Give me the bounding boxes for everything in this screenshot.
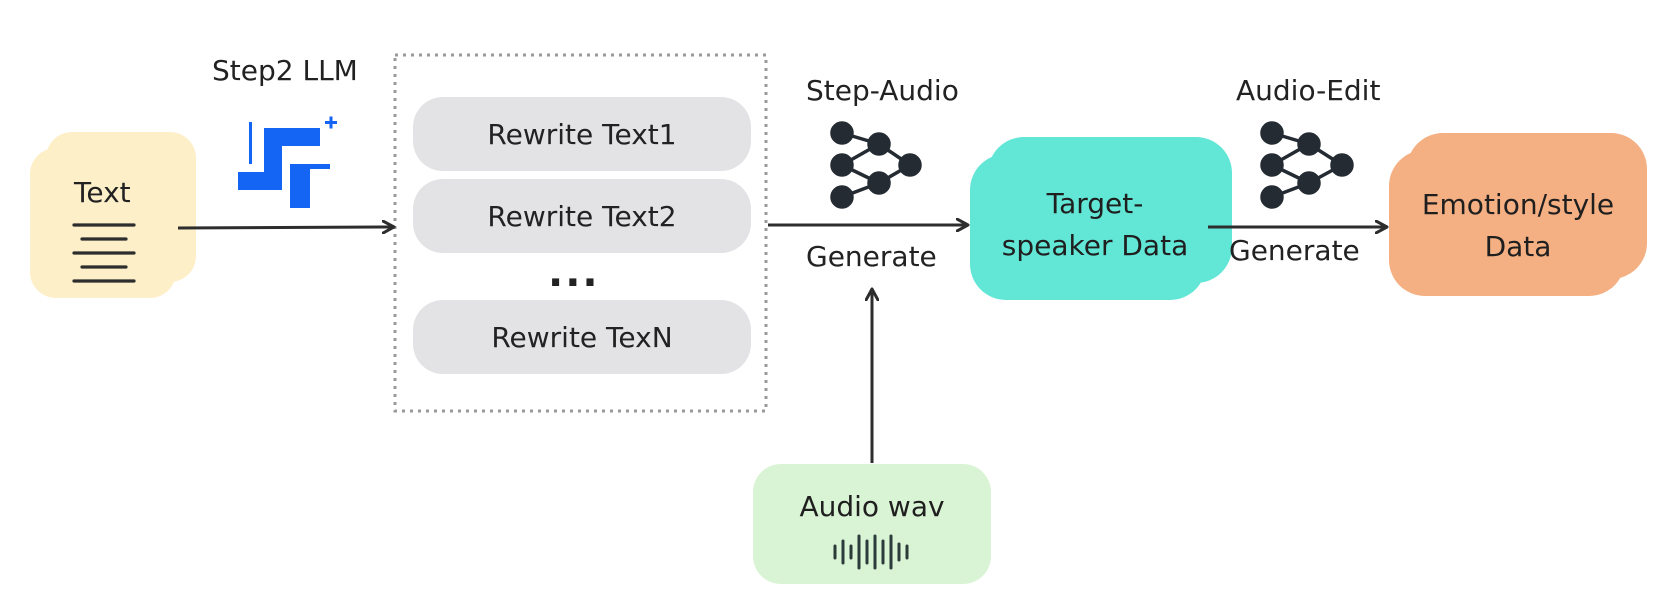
step-audio-generate-label: Generate: [806, 240, 937, 273]
rewrite-ellipsis: ...: [548, 250, 600, 296]
rewrite-text1-pill: Rewrite Text1: [413, 97, 751, 171]
document-lines-icon: [72, 223, 136, 283]
arrow-text-to-rewrite: [177, 227, 393, 228]
text-node-blob: [30, 132, 196, 298]
emotion-style-line1: Emotion/style: [1421, 188, 1615, 221]
emotion-style-text: Emotion/style Data: [1395, 181, 1641, 271]
emotion-style-line2: Data: [1484, 230, 1552, 263]
rewrite-group-container: [393, 53, 768, 413]
audio-wav-box: [753, 464, 991, 584]
llm-logo-icon: [238, 116, 337, 208]
waveform-icon: [833, 534, 909, 570]
neural-network-icon: [830, 121, 922, 209]
target-speaker-text: Target- speaker Data: [975, 180, 1215, 270]
rewrite-textn-pill: Rewrite TexN: [413, 300, 751, 374]
target-speaker-blob: [970, 137, 1232, 300]
audio-wav-label: Audio wav: [799, 490, 945, 523]
audio-edit-generate-label: Generate: [1229, 234, 1360, 267]
target-speaker-line2: speaker Data: [1001, 229, 1189, 262]
llm-label: Step2 LLM: [212, 54, 358, 87]
step-audio-label: Step-Audio: [806, 74, 959, 107]
text-node-label: Text: [74, 176, 131, 209]
neural-network-icon: [1260, 121, 1354, 209]
audio-edit-label: Audio-Edit: [1236, 74, 1381, 107]
rewrite-text2-pill: Rewrite Text2: [413, 179, 751, 253]
emotion-style-blob: [1389, 133, 1647, 296]
target-speaker-line1: Target-: [1046, 187, 1144, 220]
